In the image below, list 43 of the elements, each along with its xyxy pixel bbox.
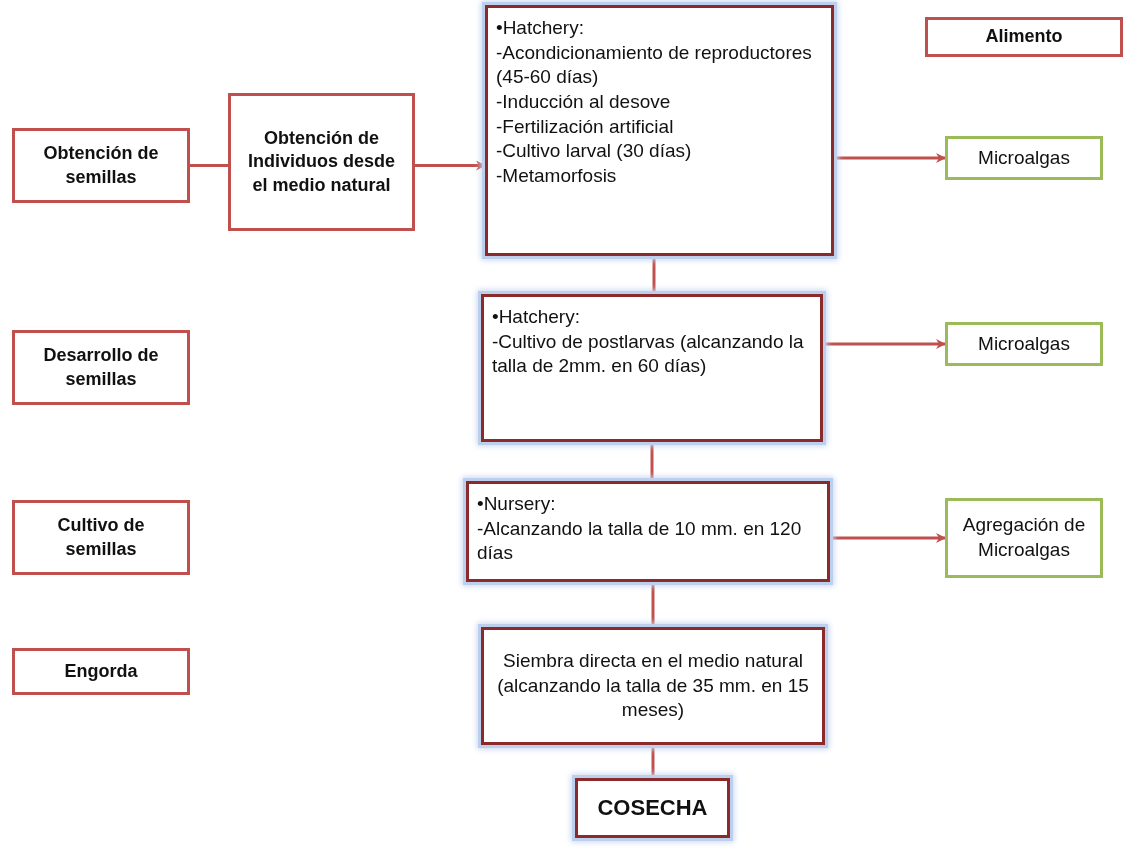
connector-line [651, 745, 655, 778]
box-text: •Hatchery: [492, 305, 581, 329]
box-text: •Nursery: [477, 492, 557, 516]
arrow [830, 533, 946, 543]
process-box [12, 128, 190, 203]
box-text: Microalgas [978, 331, 1070, 356]
box-text: Alimento [985, 25, 1063, 49]
box-text: -Acondicionamiento de reproductores (45-60 días) [496, 40, 813, 90]
arrow [834, 153, 946, 163]
box-text: •Hatchery: [496, 16, 585, 40]
box-text: -Alcanzando la talla de 10 mm. en 120 días [477, 516, 803, 566]
process-box [945, 136, 1103, 180]
process-box [485, 5, 834, 256]
box-text: -Inducción al desove [496, 90, 672, 115]
box-text: -Cultivo larval (30 días) [496, 139, 693, 164]
process-box [12, 648, 190, 695]
box-text: Obtención de Individuos desde el medio natural [247, 126, 396, 197]
box-text: Microalgas [978, 145, 1070, 170]
process-box [481, 294, 823, 442]
box-text: -Fertilización artificial [496, 114, 675, 139]
process-box [945, 498, 1103, 578]
connector-line [651, 582, 655, 627]
box-text: Agregación de Microalgas [961, 513, 1087, 562]
box-text: -Metamorfosis [496, 164, 618, 189]
process-box [228, 93, 415, 231]
process-box [481, 627, 825, 745]
box-text: Desarrollo de semillas [42, 344, 160, 391]
box-text: Obtención de semillas [42, 142, 160, 189]
box-text: COSECHA [597, 793, 708, 822]
box-text: Siembra directa en el medio natural (alcanzando la talla de 35 mm. en 15 meses) [496, 648, 810, 723]
process-box [466, 481, 830, 582]
process-box [12, 500, 190, 575]
process-box [945, 322, 1103, 366]
connector-line [190, 164, 228, 167]
process-box [575, 778, 730, 838]
box-text: Cultivo de semillas [56, 514, 146, 561]
process-box [925, 17, 1123, 57]
box-text: -Cultivo de postlarvas (alcanzando la talla de 2mm. en 60 días) [492, 329, 805, 379]
process-box [12, 330, 190, 405]
arrow [823, 339, 946, 349]
box-text: Engorda [64, 659, 138, 683]
connector-line [652, 256, 656, 294]
connector-line [650, 442, 654, 481]
